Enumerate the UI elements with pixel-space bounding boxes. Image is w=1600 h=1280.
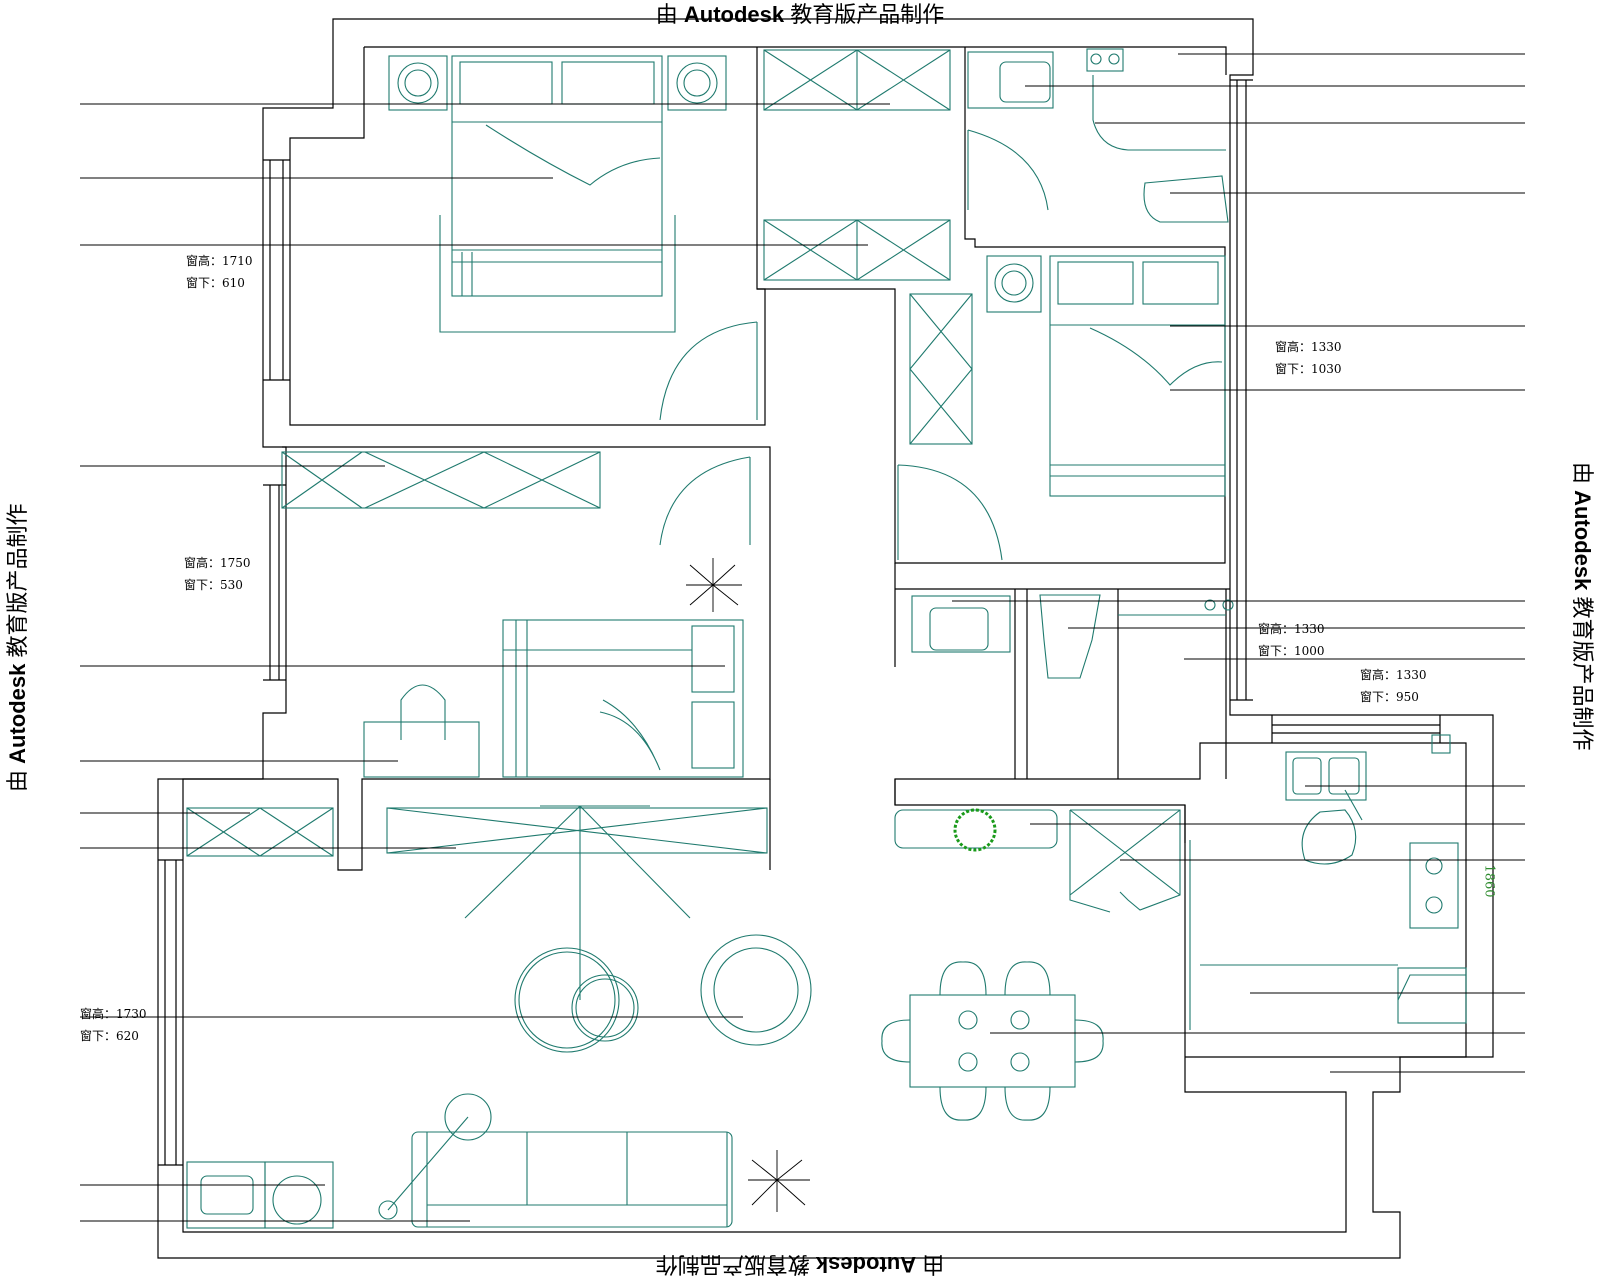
window-second bbox=[263, 484, 286, 681]
pendant-lines bbox=[464, 805, 691, 1000]
toilet-lower bbox=[1039, 594, 1101, 679]
dining-table bbox=[909, 994, 1076, 1088]
watermark-right: 由 Autodesk 教育版产品制作 bbox=[1570, 462, 1595, 751]
washbasin-lower bbox=[911, 595, 1011, 653]
washbasin-top bbox=[967, 51, 1054, 109]
bed-blanket bbox=[439, 215, 676, 333]
outer-wall bbox=[157, 18, 1494, 1259]
washing-machine bbox=[264, 1161, 334, 1229]
stove bbox=[1409, 842, 1459, 929]
nightstand-left bbox=[388, 55, 448, 111]
window-master bbox=[263, 159, 290, 381]
plant-living-icon bbox=[748, 1150, 810, 1212]
lamp-right-icon bbox=[676, 62, 718, 104]
shoe-cabinet bbox=[894, 809, 1058, 849]
leader-lines-left bbox=[80, 103, 890, 1222]
inner-wall-4 bbox=[894, 563, 1230, 779]
window-living bbox=[158, 859, 183, 1166]
inner-wall-5 bbox=[769, 715, 1441, 870]
bath-door-swing bbox=[967, 129, 1049, 211]
shower-curve bbox=[1092, 75, 1226, 151]
tv-cabinet bbox=[386, 807, 768, 854]
east-bed bbox=[1049, 255, 1226, 497]
leader-lines-right bbox=[952, 53, 1525, 1073]
window-kitchen bbox=[1272, 724, 1440, 734]
plant-bedroom-icon bbox=[686, 558, 742, 612]
kitchen-sink bbox=[1285, 751, 1367, 801]
nightstand-right bbox=[667, 55, 727, 111]
second-bed bbox=[502, 619, 744, 778]
nightstand-east bbox=[986, 255, 1042, 313]
east-door-swing bbox=[897, 464, 1003, 561]
wardrobe-east bbox=[909, 293, 973, 445]
watermark-top: 由 Autodesk 教育版产品制作 bbox=[655, 2, 945, 27]
plant-entry-icon bbox=[953, 808, 997, 852]
fridge bbox=[1397, 967, 1467, 1024]
desk bbox=[363, 721, 480, 778]
lamp-left-icon bbox=[397, 62, 439, 104]
balcony-cabinet bbox=[186, 807, 334, 857]
inner-wall-2 bbox=[757, 47, 1226, 564]
master-door-swing bbox=[659, 321, 758, 421]
cabinet-second bbox=[281, 451, 601, 509]
sofa bbox=[411, 1131, 733, 1228]
kitchen-counter bbox=[1189, 840, 1398, 1030]
watermark-left: 由 Autodesk 教育版产品制作 bbox=[5, 503, 30, 792]
lounge-chair bbox=[700, 934, 812, 1046]
desk-chair bbox=[400, 684, 446, 740]
watermark-bottom: 由 Autodesk 教育版产品制作 bbox=[655, 1252, 945, 1277]
dining-chairs bbox=[881, 961, 1104, 1121]
master-bed bbox=[451, 55, 663, 297]
cook-figure bbox=[1301, 789, 1363, 865]
window-east bbox=[1230, 79, 1253, 701]
dimension-label: 1860 bbox=[1481, 864, 1497, 898]
coffee-table-1 bbox=[514, 947, 620, 1053]
second-door-swing bbox=[659, 456, 751, 546]
toilet-top bbox=[1143, 175, 1229, 223]
floor-lamp bbox=[444, 1093, 492, 1141]
inner-wall-3 bbox=[182, 446, 1467, 1233]
entry-closet bbox=[1069, 809, 1181, 913]
coffee-table-2 bbox=[571, 974, 639, 1042]
